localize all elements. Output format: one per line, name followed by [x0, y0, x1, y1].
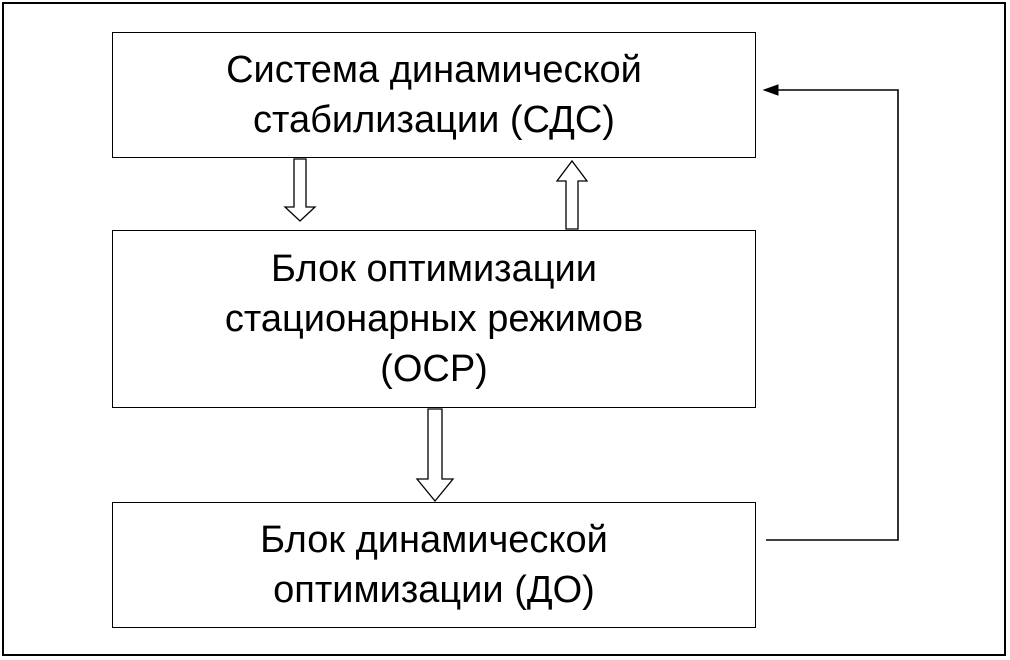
block-osr-line-2: стационарных режимов: [224, 298, 644, 340]
block-osr-line-1: Блок оптимизации: [271, 248, 597, 290]
block-osr-line-3: (ОСР): [380, 348, 488, 390]
block-do: Блок динамической оптимизации (ДО): [112, 502, 756, 628]
block-do-line-2: оптимизации (ДО): [273, 569, 595, 611]
block-sds-line-2: стабилизации (СДС): [253, 99, 615, 141]
block-do-line-1: Блок динамической: [260, 519, 608, 561]
block-sds-line-1: Система динамической: [226, 49, 642, 91]
block-sds: Система динамической стабилизации (СДС): [112, 32, 756, 158]
block-osr: Блок оптимизации стационарных режимов (О…: [112, 230, 756, 408]
